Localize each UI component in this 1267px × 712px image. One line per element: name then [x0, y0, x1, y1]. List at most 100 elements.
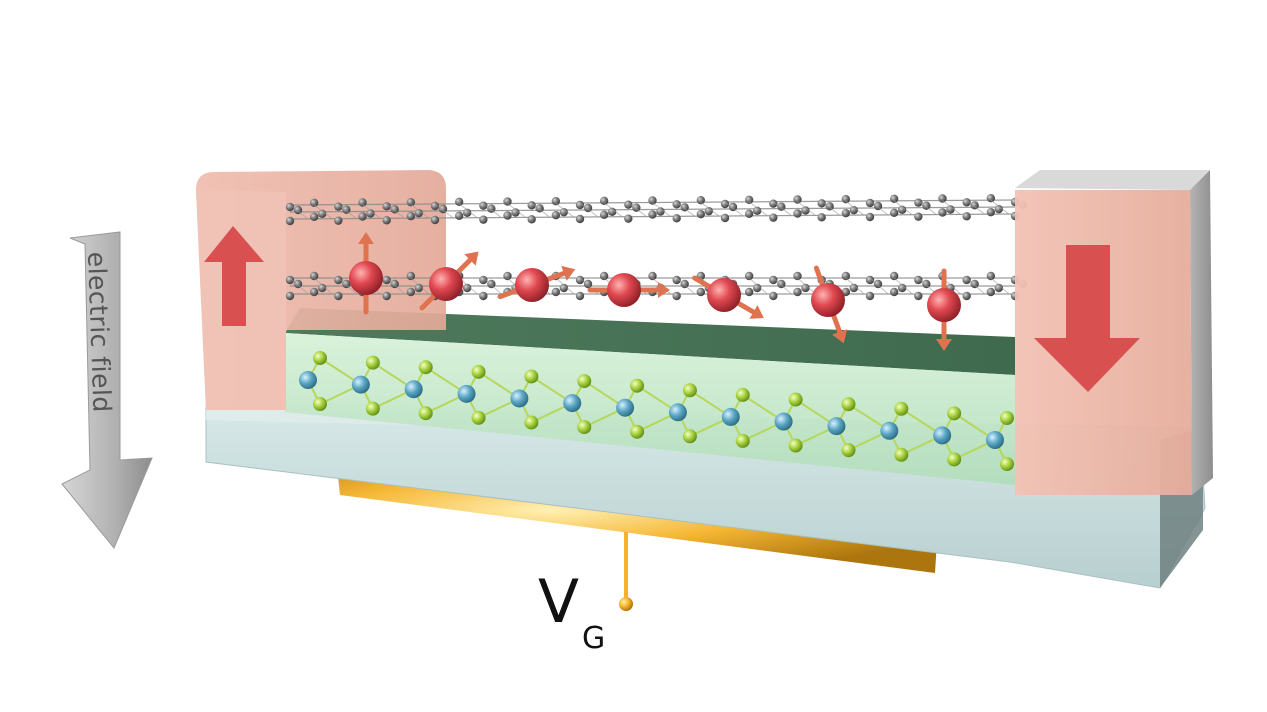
carbon-atom: [406, 211, 416, 221]
carbon-atom: [777, 202, 786, 211]
metal-atom: [721, 407, 740, 426]
carbon-atom: [962, 291, 971, 301]
carbon-atom: [551, 196, 561, 206]
carbon-atom: [535, 204, 544, 213]
electric-field-arrow: electric field: [61, 231, 153, 549]
carbon-atom: [285, 275, 295, 285]
chalcogen-atom: [577, 420, 592, 435]
carbon-atom: [599, 210, 609, 220]
metal-atom: [986, 431, 1004, 449]
chalcogen-atom: [894, 447, 909, 462]
carbon-atom: [817, 199, 826, 208]
chalcogen-atom: [577, 374, 592, 389]
carbon-atom: [922, 201, 931, 210]
metal-atom: [933, 426, 952, 445]
carbon-atom: [865, 198, 875, 208]
carbon-atom: [849, 205, 859, 215]
carbon-atom: [744, 287, 754, 297]
spin-arrow-icon: [561, 265, 576, 281]
carbon-atom: [648, 271, 657, 281]
metal-atom: [299, 371, 317, 389]
carbon-atom: [624, 200, 633, 209]
carbon-atom: [414, 208, 424, 218]
carbon-atom: [342, 205, 351, 214]
carbon-atom: [914, 198, 923, 207]
carbon-atom: [285, 216, 295, 226]
carbon-atom: [696, 287, 706, 297]
carbon-atom: [479, 291, 488, 301]
carbon-atom: [511, 208, 520, 217]
spin-arrow-icon: [832, 329, 848, 344]
carbon-atom: [994, 283, 1004, 293]
spin-atom: [349, 232, 383, 315]
carbon-atom: [873, 201, 883, 211]
carbon-atom: [317, 209, 327, 219]
carbon-atom: [293, 279, 303, 289]
carbon-atom: [744, 209, 754, 219]
carbon-atom: [793, 271, 802, 281]
carbon-atom: [430, 215, 440, 225]
carbon-atom: [551, 210, 561, 220]
carbon-atom: [986, 271, 996, 281]
carbon-atom: [390, 279, 399, 289]
metal-atom: [404, 380, 423, 399]
graphene-top-layer: [285, 193, 1028, 226]
carbon-atom: [720, 199, 730, 209]
carbon-atom: [704, 206, 714, 216]
carbon-atom: [607, 207, 617, 217]
chalcogen-atom: [524, 369, 539, 384]
carbon-atom: [382, 202, 391, 211]
spin-atom: [497, 265, 576, 302]
chalcogen-atom: [471, 364, 486, 379]
carbon-atom: [986, 207, 996, 217]
chalcogen-atom: [682, 383, 697, 398]
carbon-atom: [777, 279, 786, 289]
gate-voltage-subscript: G: [582, 621, 605, 656]
carbon-atom: [865, 275, 875, 285]
carbon-atom: [849, 283, 859, 293]
carbon-atom: [696, 195, 706, 205]
carbon-atom: [889, 287, 899, 297]
chalcogen-atom: [735, 387, 750, 402]
carbon-atom: [680, 279, 689, 289]
carbon-atom: [334, 216, 343, 225]
carbon-atom: [309, 287, 319, 297]
carbon-atom: [527, 201, 536, 210]
carbon-atom: [897, 205, 907, 215]
carbon-atom: [672, 200, 681, 209]
carbon-atom: [334, 291, 343, 301]
metal-atom: [351, 375, 370, 394]
carbon-atom: [454, 197, 464, 207]
carbon-atom: [575, 200, 585, 210]
carbon-atom: [358, 198, 367, 207]
carbon-atom: [285, 202, 295, 212]
carbon-atom: [752, 206, 762, 216]
carbon-atom: [575, 214, 585, 224]
arrow-down-icon: [1034, 245, 1140, 392]
carbon-atom: [430, 201, 440, 211]
chalcogen-atom: [418, 406, 433, 421]
right-contact: [1015, 170, 1213, 495]
chalcogen-atom: [1000, 457, 1014, 471]
carbon-atom: [309, 271, 319, 281]
carbon-atom: [309, 198, 319, 208]
carbon-atom: [986, 287, 996, 297]
carbon-atom: [503, 271, 512, 281]
carbon-atom: [366, 209, 375, 218]
carbon-atom: [696, 209, 706, 219]
carbon-atom: [382, 216, 391, 225]
chalcogen-atom: [947, 406, 962, 421]
spin-atom: [587, 273, 670, 307]
carbon-atom: [962, 212, 971, 221]
metal-atom: [774, 412, 793, 431]
carbon-atom: [769, 199, 778, 208]
metal-atom: [880, 421, 899, 440]
carbon-atom: [487, 204, 496, 213]
carbon-atom: [406, 197, 416, 207]
carbon-atom: [744, 271, 754, 281]
carbon-atom: [680, 203, 689, 212]
carbon-atom: [962, 198, 971, 207]
carbon-atom: [317, 283, 327, 293]
carbon-atom: [801, 206, 810, 215]
carbon-atom: [648, 210, 657, 219]
